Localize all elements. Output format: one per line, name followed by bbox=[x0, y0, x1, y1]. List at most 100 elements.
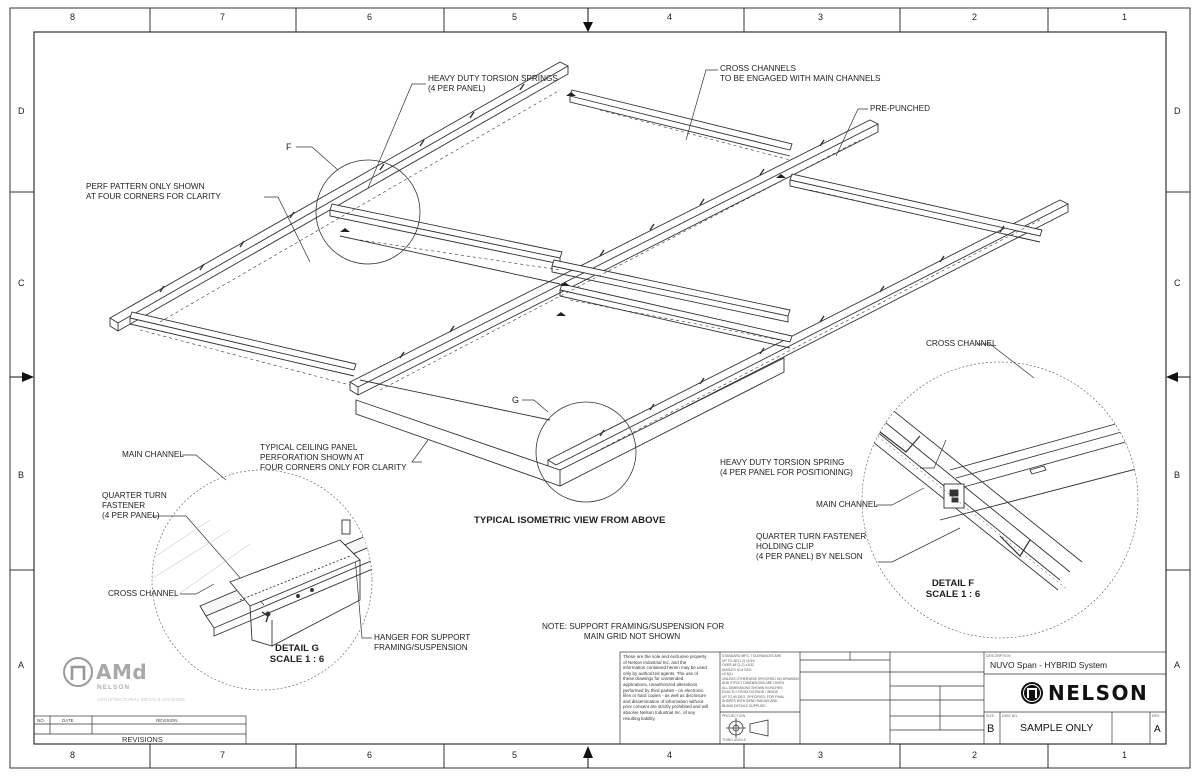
zone-col-bottom-2: 2 bbox=[972, 750, 978, 760]
zone-col-top-4: 4 bbox=[667, 12, 673, 22]
callout-quarter-turn-left: QUARTER TURN FASTENER (4 PER PANEL) bbox=[102, 491, 167, 521]
disclaimer-line: These are the sole and exclusive propert… bbox=[623, 654, 707, 659]
tolerance-line: ±0.5(1) bbox=[722, 672, 733, 676]
zone-col-bottom-3: 3 bbox=[818, 750, 824, 760]
detail-title: DETAIL F bbox=[931, 578, 975, 589]
leader-lines bbox=[152, 69, 1035, 639]
callout-text: CROSS CHANNELS bbox=[720, 64, 796, 73]
disclaimer-line: of Nelson Industrial Inc. and the bbox=[623, 659, 687, 665]
detail-g-label: DETAIL G SCALE 1 : 6 bbox=[262, 643, 332, 665]
callout-text: FOUR CORNERS ONLY FOR CLARITY bbox=[260, 463, 407, 472]
zone-col-top-2: 2 bbox=[972, 12, 978, 22]
callout-text: (4 PER PANEL) bbox=[102, 511, 160, 520]
callout-typical-panel: TYPICAL CEILING PANEL PERFORATION SHOWN … bbox=[260, 443, 407, 473]
zone-ticks bbox=[10, 8, 1190, 768]
revisions-col-revision: REVISION bbox=[156, 718, 178, 723]
callout-main-channel-left: MAIN CHANNEL bbox=[122, 450, 184, 459]
callout-cross-channels: CROSS CHANNELS TO BE ENGAGED WITH MAIN C… bbox=[720, 64, 880, 84]
disclaimer-line: and dissemination of information without bbox=[623, 698, 704, 704]
note-text: MAIN GRID NOT SHOWN bbox=[583, 632, 681, 641]
projection-label: PROJECTION bbox=[722, 714, 746, 718]
callout-text: (4 PER PANEL) BY NELSON bbox=[756, 552, 863, 561]
callout-text: AT FOUR CORNERS FOR CLARITY bbox=[86, 192, 221, 201]
isometric-assembly bbox=[109, 61, 1069, 487]
zone-col-top-8: 8 bbox=[70, 12, 76, 22]
amd-logo-sub: NELSON bbox=[97, 684, 131, 691]
tolerance-text: STANDARD MFG. TOLERANCES ARE UP TO 48"(1… bbox=[722, 654, 799, 708]
zone-col-top-1: 1 bbox=[1122, 12, 1128, 22]
callout-torsion-spring-right: HEAVY DUTY TORSION SPRING (4 PER PANEL F… bbox=[720, 458, 853, 478]
tolerance-line: EXACTLY FROM OUTSIDE / INSIDE bbox=[722, 690, 779, 694]
zone-row-right-c: C bbox=[1174, 278, 1181, 288]
size-value: B bbox=[987, 723, 995, 735]
callout-text: FRAMING/SUSPENSION bbox=[374, 643, 468, 652]
detail-f-label: DETAIL F SCALE 1 : 6 bbox=[918, 578, 988, 600]
inner-border bbox=[33, 31, 1167, 745]
zone-row-right-a: A bbox=[1174, 660, 1181, 670]
callout-hanger: HANGER FOR SUPPORT FRAMING/SUSPENSION bbox=[374, 633, 470, 653]
zone-row-left-c: C bbox=[18, 278, 25, 288]
callout-text: QUARTER TURN FASTENER bbox=[756, 532, 867, 541]
disclaimer-line: information contained herein may be used bbox=[623, 665, 707, 671]
revisions-col-date: DATE bbox=[62, 718, 74, 723]
tolerance-line: BLANK DETAILS SUPPLIED bbox=[722, 703, 766, 708]
callout-perf-pattern: PERF PATTERN ONLY SHOWN AT FOUR CORNERS … bbox=[86, 182, 221, 202]
callout-text: PERFORATION SHOWN AT bbox=[260, 453, 364, 462]
disclaimer-line: applications, unauthorized alterations bbox=[623, 681, 698, 687]
zone-col-top-7: 7 bbox=[220, 12, 226, 22]
callout-cross-channel-right: CROSS CHANNEL bbox=[926, 339, 997, 348]
zone-col-bottom-6: 6 bbox=[367, 750, 373, 760]
disclaimer-line: files or hard copies - as well as disclo… bbox=[623, 693, 707, 699]
detail-g-circle bbox=[535, 401, 637, 503]
callout-circle-g: G bbox=[512, 395, 520, 405]
callout-text: HEAVY DUTY TORSION SPRINGS bbox=[428, 74, 558, 83]
zone-col-bottom-4: 4 bbox=[667, 750, 673, 760]
revision-value: A bbox=[1154, 724, 1161, 735]
note-support-framing: NOTE: SUPPORT FRAMING/SUSPENSION FOR MAI… bbox=[542, 622, 724, 642]
callout-torsion-springs: HEAVY DUTY TORSION SPRINGS (4 PER PANEL) bbox=[428, 74, 558, 94]
description-label: DESCRIPTION bbox=[986, 654, 1011, 658]
callout-text: PERF PATTERN ONLY SHOWN bbox=[86, 182, 205, 191]
callout-text: FASTENER bbox=[102, 501, 146, 510]
amd-logo-mark bbox=[63, 657, 93, 687]
zone-row-left-b: B bbox=[18, 470, 25, 480]
revisions-title: REVISIONS bbox=[122, 735, 163, 744]
zone-col-bottom-8: 8 bbox=[70, 750, 76, 760]
zone-row-right-b: B bbox=[1174, 470, 1181, 480]
zone-row-right-d: D bbox=[1174, 106, 1181, 116]
size-label: SIZE bbox=[986, 714, 994, 718]
tolerance-line: UNLESS OTHERWISE SPECIFIED ON DRAWING bbox=[722, 676, 800, 681]
disclaimer-line: absolve Nelson Industrial Inc. of any bbox=[623, 709, 696, 715]
zone-col-bottom-5: 5 bbox=[512, 750, 518, 760]
callout-text: QUARTER TURN bbox=[102, 491, 167, 500]
detail-f-circle bbox=[315, 159, 421, 265]
tolerance-line: OVER 48"(1.2) ±1/32 bbox=[722, 663, 754, 667]
third-angle-label: THIRD ANGLE bbox=[722, 738, 746, 742]
tolerance-line: AND STRICT DIMENSIONS ARE GIVEN bbox=[722, 681, 784, 685]
tolerance-line: UP TO 48"(1.2) ±1/16 bbox=[722, 658, 755, 663]
iso-view-title: TYPICAL ISOMETRIC VIEW FROM ABOVE bbox=[474, 515, 666, 526]
zone-col-bottom-1: 1 bbox=[1122, 750, 1128, 760]
revision-label: REV bbox=[1152, 714, 1160, 718]
zone-col-top-5: 5 bbox=[512, 12, 518, 22]
callout-text: TO BE ENGAGED WITH MAIN CHANNELS bbox=[720, 74, 881, 83]
disclaimer-line: these drawings for unintended bbox=[623, 676, 684, 682]
detail-scale: SCALE 1 : 6 bbox=[269, 654, 325, 665]
callout-text: HEAVY DUTY TORSION SPRING bbox=[720, 458, 845, 467]
drawing-number-label: DWG NO. bbox=[1002, 714, 1019, 718]
disclaimer-line: only by authorized agents. The use of bbox=[623, 670, 698, 676]
callout-circle-f: F bbox=[286, 142, 292, 152]
callout-quarter-turn-right: QUARTER TURN FASTENER HOLDING CLIP (4 PE… bbox=[756, 532, 866, 562]
revisions-table-grid bbox=[33, 715, 247, 745]
title-block-grid bbox=[619, 651, 1167, 745]
nelson-logo-text: NELSON bbox=[1048, 681, 1149, 705]
nelson-logo-mark bbox=[1021, 682, 1043, 704]
detail-scale: SCALE 1 : 6 bbox=[925, 589, 981, 600]
outer-border bbox=[9, 7, 1191, 769]
tolerance-line: ALL DIMENSIONS SHOWN IN INCHES bbox=[722, 685, 783, 690]
callout-text: HANGER FOR SUPPORT bbox=[374, 633, 471, 642]
disclaimer-text: These are the sole and exclusive propert… bbox=[623, 654, 708, 721]
detail-g-drawing bbox=[151, 469, 373, 691]
callout-text: HOLDING CLIP bbox=[756, 542, 814, 551]
